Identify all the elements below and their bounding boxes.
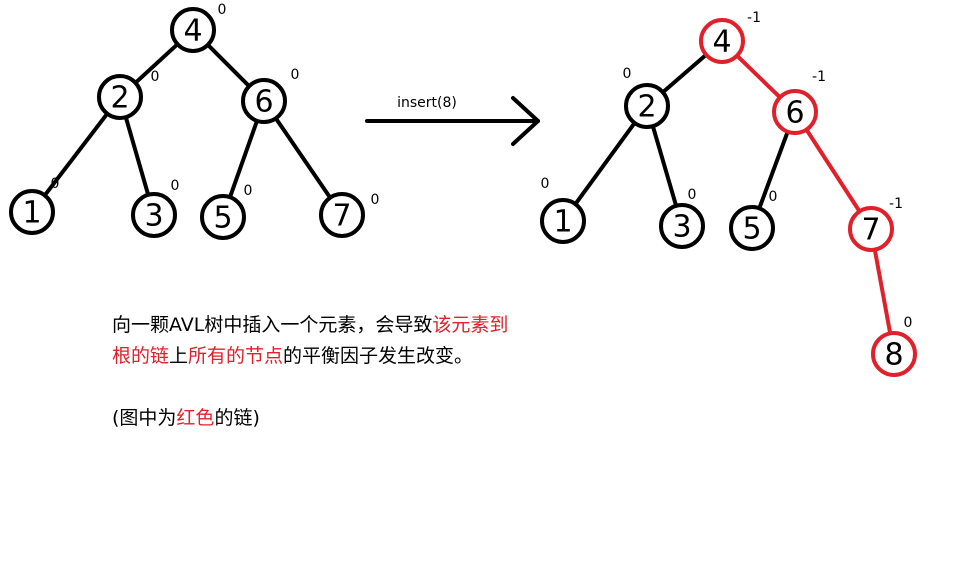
node-value: 3 — [672, 210, 691, 245]
caption-line-2: 根的链上所有的节点的平衡因子发生改变。 — [112, 341, 508, 372]
edge-after-a4-a2 — [660, 52, 709, 95]
node-circle — [871, 331, 917, 377]
edge-after-a4-a6 — [735, 53, 782, 100]
balance-factor: 0 — [51, 176, 60, 192]
balance-factor: 0 — [151, 69, 160, 85]
tree-node-after-8: 80 — [871, 315, 917, 377]
tree-node-after-5: 50 — [729, 189, 778, 251]
tree-node-after-6: 6 -1 — [772, 69, 826, 135]
tree-node-before-3: 30 — [131, 178, 180, 238]
node-circle — [772, 89, 818, 135]
node-circle — [848, 206, 894, 252]
edge-before-b2-b1 — [42, 111, 110, 198]
caption-highlight: 红色 — [176, 407, 215, 429]
caption-note: (图中为红色的链) — [112, 403, 508, 434]
node-circle — [170, 7, 216, 53]
tree-node-before-5: 50 — [200, 183, 253, 240]
node-value: 8 — [884, 338, 903, 373]
node-circle — [624, 83, 670, 129]
caption-line-1: 向一颗AVL树中插入一个元素，会导致该元素到 — [112, 310, 508, 341]
balance-factor: 0 — [623, 66, 632, 82]
node-value: 6 — [785, 96, 804, 131]
node-circle — [200, 194, 246, 240]
edge-after-a6-a7 — [804, 127, 862, 214]
tree-node-after-3: 30 — [659, 187, 705, 249]
node-value: 3 — [144, 199, 163, 234]
balance-factor: -1 — [889, 196, 903, 212]
edge-before-b6-b7 — [273, 116, 333, 200]
balance-factor: 0 — [688, 187, 697, 203]
tree-node-after-7: 7 -1 — [848, 196, 903, 252]
node-circle — [699, 18, 745, 64]
node-value: 5 — [213, 201, 232, 236]
edge-before-b6-b5 — [227, 118, 260, 200]
edge-after-a7-a8 — [872, 247, 893, 336]
edge-before-b2-b3 — [123, 115, 151, 197]
edge-after-a2-a1 — [573, 120, 637, 207]
balance-factor: -1 — [812, 69, 826, 85]
node-circle — [241, 78, 287, 124]
tree-node-before-6: 60 — [241, 67, 300, 124]
tree-node-after-2: 20 — [623, 66, 670, 129]
caption: 向一颗AVL树中插入一个元素，会导致该元素到 根的链上所有的节点的平衡因子发生改… — [112, 310, 508, 434]
node-value: 7 — [861, 213, 880, 248]
tree-node-before-1: 10 — [9, 176, 60, 235]
balance-factor: 0 — [541, 176, 550, 192]
caption-text: 向一颗AVL树中插入一个元素，会导致 — [112, 314, 433, 336]
node-circle — [540, 198, 586, 244]
edge-after-a2-a3 — [650, 124, 679, 208]
tree-node-after-1: 10 — [540, 176, 586, 244]
insert-operation-label: insert(8) — [397, 95, 457, 111]
caption-text: 的平衡因子发生改变。 — [283, 345, 474, 367]
node-value: 7 — [332, 199, 351, 234]
balance-factor: 0 — [171, 178, 180, 194]
tree-node-before-4: 40 — [170, 2, 227, 53]
balance-factor: 0 — [218, 2, 227, 18]
caption-text: (图中为 — [112, 407, 177, 429]
node-value: 1 — [22, 196, 41, 231]
insert-arrow-head-icon — [511, 96, 540, 146]
node-circle — [659, 203, 705, 249]
edge-after-a6-a5 — [757, 129, 790, 211]
node-value: 6 — [254, 85, 273, 120]
node-value: 2 — [637, 90, 656, 125]
balance-factor: 0 — [291, 67, 300, 83]
tree-node-after-4: 4 -1 — [699, 10, 761, 64]
node-value: 4 — [712, 25, 731, 60]
edges-layer — [42, 42, 893, 336]
node-circle — [9, 189, 55, 235]
node-value: 1 — [553, 205, 572, 240]
balance-factor: 0 — [371, 192, 380, 208]
node-circle — [97, 74, 143, 120]
caption-highlight: 该元素到 — [432, 314, 509, 336]
caption-text: 上 — [169, 345, 189, 367]
edge-before-b4-b6 — [205, 42, 252, 89]
node-circle — [319, 192, 365, 238]
node-value: 2 — [110, 81, 129, 116]
node-circle — [131, 192, 177, 238]
node-value: 5 — [742, 212, 761, 247]
balance-factor: -1 — [747, 10, 761, 26]
node-value: 4 — [183, 14, 202, 49]
node-circle — [729, 205, 775, 251]
edge-before-b4-b2 — [133, 42, 180, 85]
balance-factor: 0 — [769, 189, 778, 205]
balance-factor: 0 — [244, 183, 253, 199]
balance-factor: 0 — [904, 315, 913, 331]
caption-highlight: 根的链 — [112, 345, 170, 367]
caption-text: 的链) — [214, 407, 260, 429]
tree-node-before-2: 20 — [97, 69, 160, 120]
insert-arrow: insert(8) — [365, 95, 540, 146]
caption-highlight: 所有的节点 — [188, 345, 284, 367]
